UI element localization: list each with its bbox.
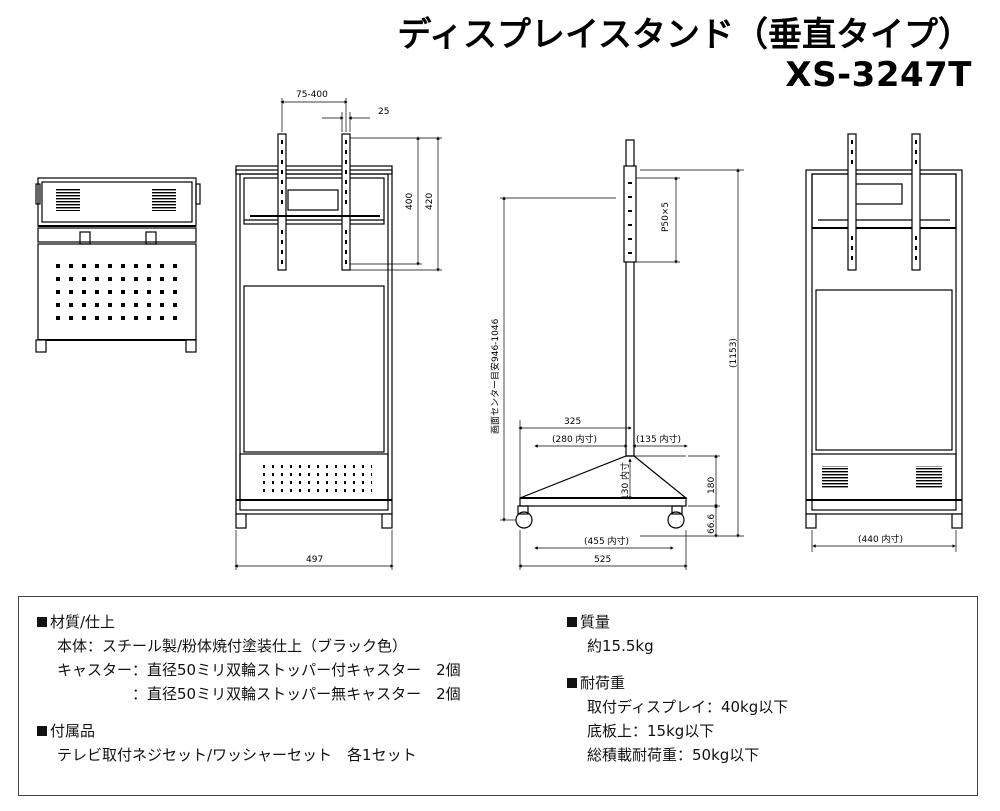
load-line: 総積載耐荷重：50kg以下 <box>587 746 760 764</box>
technical-drawing: 75-400 25 400 420 497 <box>35 90 963 570</box>
bullet-square-icon <box>567 617 577 627</box>
dim-base-525: 525 <box>594 555 611 565</box>
dim-inner-130: 130 内寸 <box>619 462 631 500</box>
bullet-square-icon <box>567 678 577 688</box>
dim-rear-inner-440: (440 内寸) <box>858 533 903 545</box>
model-number: XS-3247T <box>785 54 972 95</box>
front-view <box>234 98 442 570</box>
dim-height-420: 420 <box>425 193 435 210</box>
material-line: キャスター：直径50ミリ双輪ストッパー付キャスター 2個 <box>57 661 461 679</box>
bullet-square-icon <box>37 726 47 736</box>
dim-height-400: 400 <box>405 193 415 210</box>
bullet-square-icon <box>37 617 47 627</box>
dim-inner-135: (135 内寸) <box>636 433 681 445</box>
load-line: 底板上：15kg以下 <box>587 722 715 740</box>
spec-box: 材質/仕上 本体：スチール製/粉体焼付塗装仕上（ブラック色） キャスター：直径5… <box>18 596 978 796</box>
side-view <box>500 139 744 570</box>
dim-bracket-range: 75-400 <box>296 90 328 100</box>
dim-total-height: (1153) <box>729 338 739 368</box>
spec-left-column: 材質/仕上 本体：スチール製/粉体焼付塗装仕上（ブラック色） キャスター：直径5… <box>37 611 461 767</box>
dim-overall-width: 497 <box>306 555 323 565</box>
spec-right-column: 質量 約15.5kg 耐荷重 取付ディスプレイ：40kg以下 底板上：15kg以… <box>567 611 788 767</box>
dim-inner-280: (280 内寸) <box>552 433 597 445</box>
weight-heading: 質量 <box>567 611 788 632</box>
weight-line: 約15.5kg <box>587 637 654 655</box>
title-block: ディスプレイスタンド（垂直タイプ） XS-3247T <box>397 15 972 95</box>
dim-caster-66: 66.6 <box>707 514 717 534</box>
dim-depth-front: 325 <box>564 417 581 427</box>
rear-view <box>805 133 963 552</box>
material-line: ：直径50ミリ双輪ストッパー無キャスター 2個 <box>57 685 461 703</box>
perspective-view <box>35 177 201 353</box>
product-title: ディスプレイスタンド（垂直タイプ） <box>397 15 972 55</box>
load-line: 取付ディスプレイ：40kg以下 <box>587 698 789 716</box>
dim-inner-455: (455 内寸) <box>584 535 629 547</box>
dim-center-height: 画面センター目安946-1046 <box>489 318 501 434</box>
material-line: 本体：スチール製/粉体焼付塗装仕上（ブラック色） <box>57 637 408 655</box>
dim-vesa: P50×5 <box>661 202 671 232</box>
accessories-line: テレビ取付ネジセット/ワッシャーセット 各1セット <box>57 746 417 764</box>
accessories-heading: 付属品 <box>37 720 461 741</box>
material-heading: 材質/仕上 <box>37 611 461 632</box>
load-heading: 耐荷重 <box>567 672 788 693</box>
dim-base-180: 180 <box>707 477 717 494</box>
dim-bracket-width: 25 <box>378 107 389 117</box>
